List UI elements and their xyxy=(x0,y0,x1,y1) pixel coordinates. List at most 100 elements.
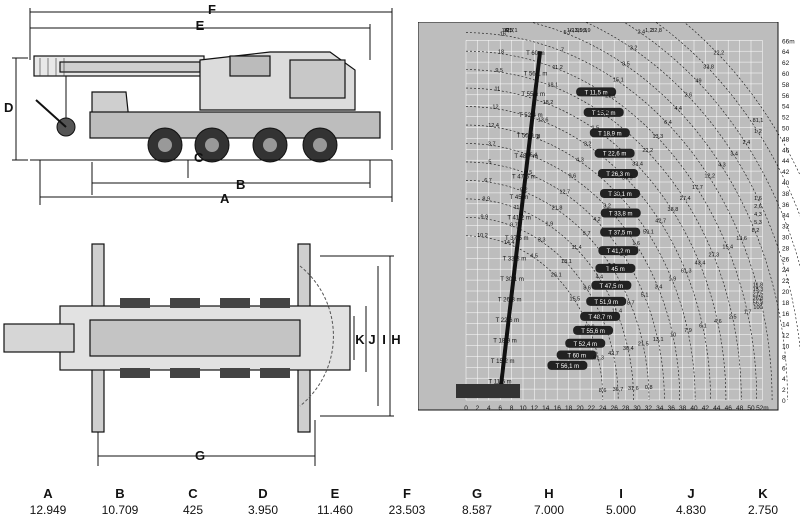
working-range-arc xyxy=(465,69,742,401)
load-value: 17,7 xyxy=(692,185,703,191)
dimension-value: 3.950 xyxy=(247,503,279,517)
load-value: 2,4 xyxy=(743,140,751,146)
dimension-label: I xyxy=(619,486,623,501)
working-range-arc xyxy=(465,87,727,401)
working-range-arc xyxy=(465,143,681,401)
load-value: 5,3 xyxy=(754,220,762,226)
dim-label-A: A xyxy=(220,191,230,206)
load-value: 1,5 xyxy=(592,125,600,131)
dimension-label: K xyxy=(758,486,768,501)
working-range-arc xyxy=(465,235,604,401)
boom-tag xyxy=(600,227,641,237)
boom-length-label: T 22,6 m xyxy=(496,318,520,324)
boom-length-label: T 47,5 m xyxy=(512,174,536,180)
load-value: 5,1 xyxy=(641,292,649,298)
load-value: 1,2 xyxy=(754,129,762,135)
load-value: 43,4 xyxy=(695,260,706,266)
load-value: 4 xyxy=(537,135,540,141)
y-tick-label: 50 xyxy=(782,126,790,133)
y-tick-label: 58 xyxy=(782,82,790,89)
y-tick-label: 42 xyxy=(782,169,790,176)
load-value: 2,6 xyxy=(685,92,693,98)
load-value: 9,9 xyxy=(583,28,591,34)
load-value: 14 xyxy=(502,28,508,34)
boom-tag-label: T 60 m xyxy=(567,353,586,359)
load-value: 9,5 xyxy=(495,68,503,74)
load-value: 1,7 xyxy=(744,310,752,316)
load-value: 2,7 xyxy=(506,28,514,34)
y-tick-label: 48 xyxy=(782,136,790,143)
crane-vehicle xyxy=(456,384,520,398)
load-value: 8,5 xyxy=(622,61,630,67)
x-tick-label: 20 xyxy=(576,405,584,412)
x-tick-label: 32 xyxy=(645,405,653,412)
y-tick-label: 56 xyxy=(782,93,790,100)
x-tick-label: 48 xyxy=(736,405,744,412)
working-range-arc xyxy=(584,22,800,351)
boom-tag xyxy=(556,350,597,360)
load-value: 2,6 xyxy=(754,204,762,210)
load-value: 12,2 xyxy=(704,174,715,180)
dimension-label: A xyxy=(43,486,53,501)
load-value: 13,6 xyxy=(538,118,549,124)
dimension-label: F xyxy=(403,486,411,501)
load-value: 61,3 xyxy=(681,268,692,274)
dimension-value: 5.000 xyxy=(605,503,637,517)
x-tick-label: 6 xyxy=(498,405,502,412)
load-value: 81,1 xyxy=(753,118,764,124)
boom-tag-label: T 11,5 m xyxy=(585,90,608,96)
dim-label-C: C xyxy=(194,150,204,165)
dimension-value: 8.587 xyxy=(461,503,493,517)
boom-tag-label: T 26,3 m xyxy=(606,172,630,178)
load-value: 10,2 xyxy=(477,233,488,239)
x-tick-label: 8 xyxy=(510,405,514,412)
load-value: 49 xyxy=(695,78,701,84)
boom-tag-label: T 30,1 m xyxy=(608,192,632,198)
boom-tag xyxy=(598,246,639,256)
x-tick-label: 18 xyxy=(565,405,573,412)
x-tick-label: 4 xyxy=(487,405,491,412)
load-value: 22,2 xyxy=(713,51,724,57)
boom-tag xyxy=(597,168,638,178)
y-tick-label: 16 xyxy=(782,311,790,318)
load-value: 9,7 xyxy=(510,223,518,229)
working-range-arc xyxy=(465,50,757,401)
load-value: 3,4 xyxy=(730,151,738,157)
load-value: 11,4 xyxy=(612,309,622,315)
load-value: 12 xyxy=(492,105,498,111)
load-value: 8,1 xyxy=(505,28,513,34)
load-value: 42,9 xyxy=(584,325,595,331)
dim-label-F: F xyxy=(208,2,216,17)
load-value: 18 xyxy=(498,50,504,56)
load-value: 13,3 xyxy=(652,134,663,140)
x-tick-label: 34 xyxy=(656,405,664,412)
x-tick-label: 46 xyxy=(725,405,733,412)
load-value: 1,9 xyxy=(669,276,677,282)
dimension-value: 425 xyxy=(182,503,204,517)
dimension-value: 2.750 xyxy=(747,503,779,517)
load-value: 6,1 xyxy=(699,323,707,329)
y-tick-label: 32 xyxy=(782,224,790,231)
load-value: 4,5 xyxy=(530,254,538,260)
y-tick-label: 66m xyxy=(782,38,795,45)
y-tick-label: 2 xyxy=(782,387,786,394)
load-value: 4,3 xyxy=(718,163,726,169)
boom-tag-label: T 52,4 m xyxy=(573,342,597,348)
load-value: 18,2 xyxy=(543,100,554,106)
x-tick-label: 16 xyxy=(554,405,562,412)
boom-tag-label: T 56,1 m xyxy=(556,364,580,370)
load-value: 15,4 xyxy=(722,244,733,250)
boom-tag xyxy=(583,107,624,117)
boom-tag xyxy=(595,263,636,273)
boom-tag-label: T 48,7 m xyxy=(588,315,612,321)
load-value: 5 xyxy=(488,160,491,166)
load-value: 13,1 xyxy=(653,337,664,343)
load-value: 11,2 xyxy=(553,65,563,71)
load-value: 56,8 xyxy=(753,301,764,307)
boom-tag-label: T 37,5 m xyxy=(608,231,632,237)
load-value: 11,8 xyxy=(753,282,763,288)
